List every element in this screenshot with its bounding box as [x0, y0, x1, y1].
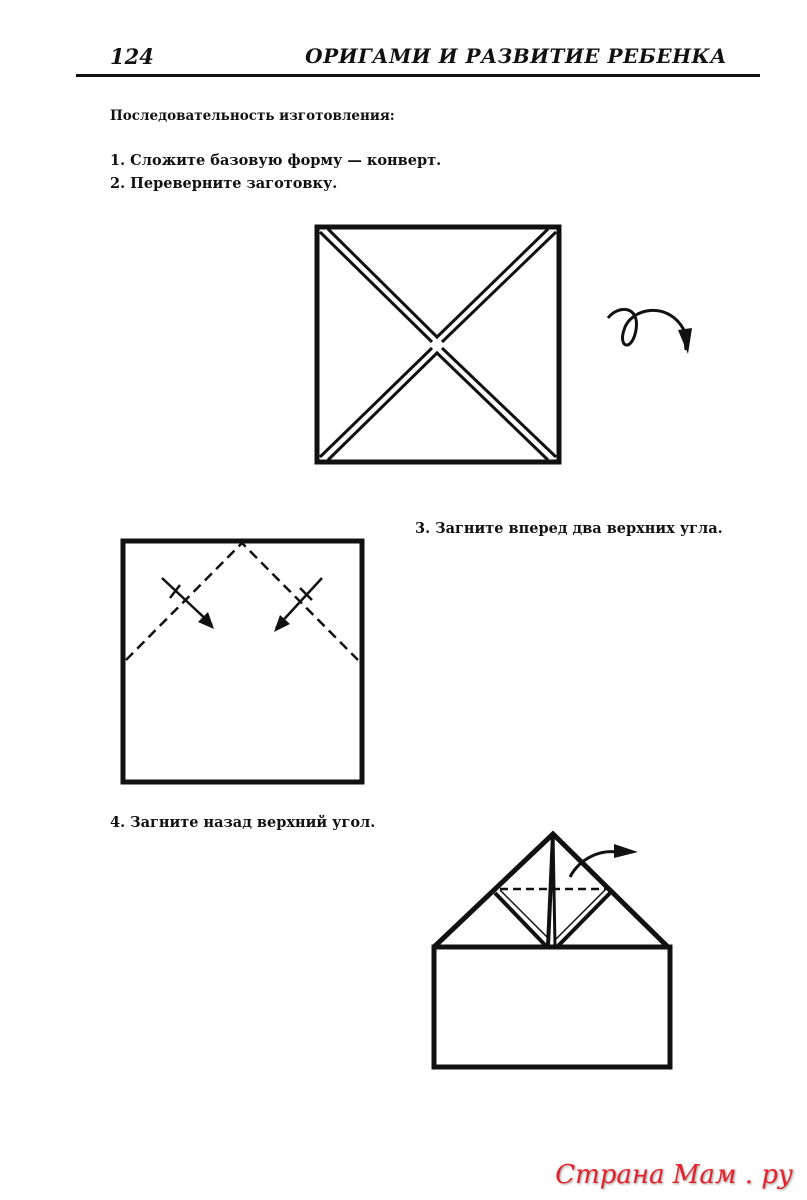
step-4: 4. Загните назад верхний угол. — [110, 814, 376, 831]
header-rule — [76, 74, 760, 77]
step-1: 1. Сложите базовую форму — конверт. — [110, 152, 442, 169]
watermark: Страна Мам . ру — [555, 1160, 793, 1190]
fold-top-back-diagram — [431, 830, 673, 1070]
step-3: 3. Загните вперед два верхних угла. — [415, 520, 723, 537]
section-heading: Последовательность изготовления: — [110, 108, 395, 124]
running-title: ОРИГАМИ И РАЗВИТИЕ РЕБЕНКА — [305, 44, 727, 68]
page-number: 124 — [110, 44, 154, 69]
fold-corners-diagram — [120, 538, 365, 785]
envelope-base-diagram — [314, 224, 562, 465]
step-2: 2. Переверните заготовку. — [110, 175, 338, 192]
turn-over-icon — [606, 307, 692, 354]
